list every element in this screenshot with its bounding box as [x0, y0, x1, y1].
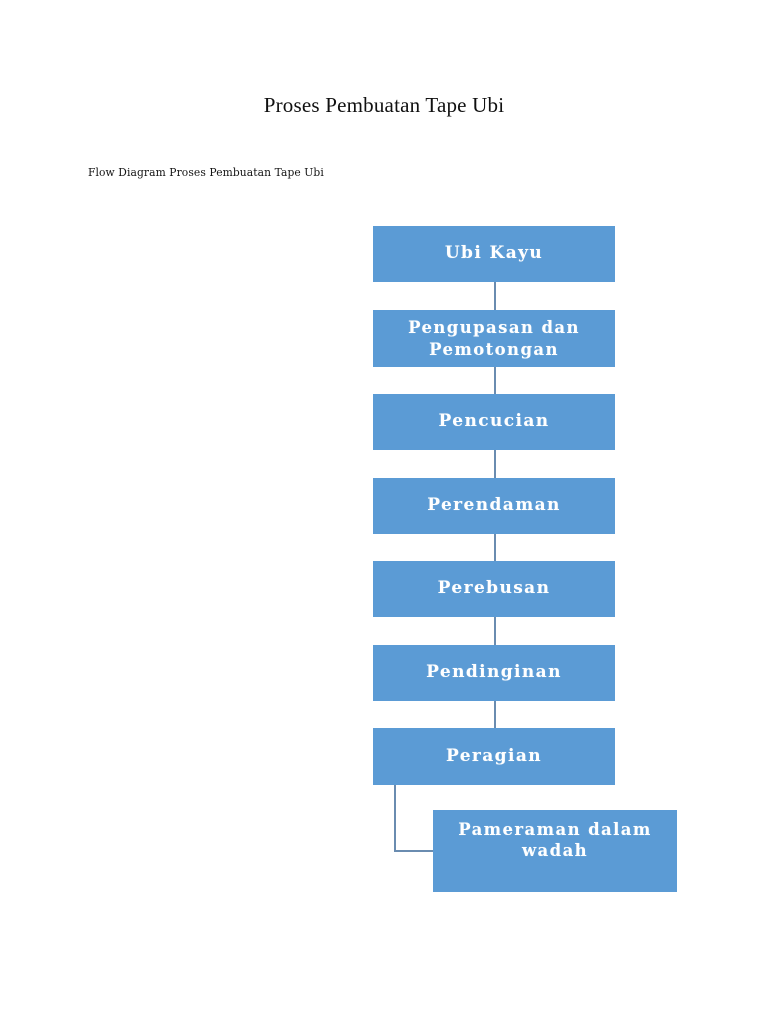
flow-node-label: Pencucian — [438, 411, 550, 432]
flow-node-label: Pendinginan — [426, 662, 562, 683]
connector-n3-n4 — [494, 450, 496, 478]
flow-node-label: Pameraman dalam wadah — [458, 820, 652, 861]
connector-n1-n2 — [494, 282, 496, 310]
page-title: Proses Pembuatan Tape Ubi — [263, 93, 505, 117]
connector-n4-n5 — [494, 534, 496, 561]
flow-node-label: Perendaman — [427, 495, 561, 516]
flow-node-label: Pengupasan dan Pemotongan — [408, 318, 580, 359]
flow-node-pameraman-dalam-wadah[interactable]: Pameraman dalam wadah — [433, 810, 677, 892]
connector-n7-n8-horizontal — [394, 850, 435, 852]
flow-node-pendinginan[interactable]: Pendinginan — [373, 645, 615, 701]
connector-n6-n7 — [494, 701, 496, 728]
connector-n5-n6 — [494, 617, 496, 645]
connector-n7-n8-vertical — [394, 785, 396, 852]
diagram-caption: Flow Diagram Proses Pembuatan Tape Ubi — [88, 165, 324, 179]
flow-node-label: Ubi Kayu — [444, 243, 544, 264]
flow-node-perendaman[interactable]: Perendaman — [373, 478, 615, 534]
flow-node-pencucian[interactable]: Pencucian — [373, 394, 615, 450]
flow-node-perebusan[interactable]: Perebusan — [373, 561, 615, 617]
flow-node-ubi-kayu[interactable]: Ubi Kayu — [373, 226, 615, 282]
connector-n2-n3 — [494, 367, 496, 394]
flow-node-label: Perebusan — [437, 578, 551, 599]
flow-node-pengupasan-dan-pemotongan[interactable]: Pengupasan dan Pemotongan — [373, 310, 615, 367]
flow-node-label: Peragian — [445, 745, 543, 766]
flow-node-peragian[interactable]: Peragian — [373, 728, 615, 785]
